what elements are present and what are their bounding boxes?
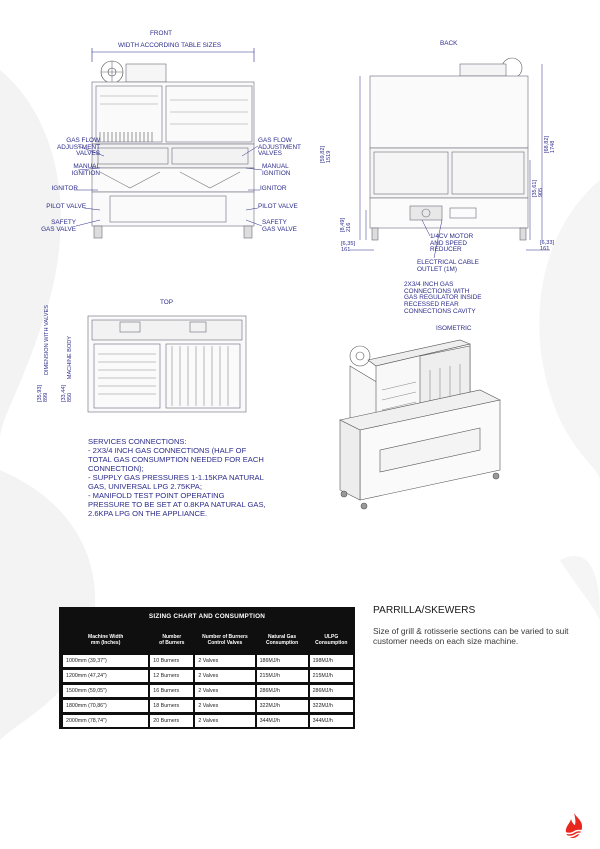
table-cell: 18 Burners	[150, 700, 194, 712]
table-cell: 20 Burners	[150, 715, 194, 727]
table-cell: 2 Valves	[195, 715, 255, 727]
table-cell: 215MJ/h	[309, 670, 353, 682]
table-row: 2000mm (78,74") 20 Burners 2 Valves 344M…	[63, 715, 353, 727]
dim-back-leg-left: [8,49] 216	[340, 218, 352, 232]
sizing-chart-title: SIZING CHART AND CONSUMPTION	[148, 613, 266, 620]
label-safety-gas-valve-right: SAFETY GAS VALVE	[262, 219, 297, 233]
table-cell: 1800mm (70,86")	[63, 700, 149, 712]
table-row: 1800mm (70,86") 18 Burners 2 Valves 322M…	[63, 700, 353, 712]
table-header-row: Machine Width mm (Inches) Number of Burn…	[63, 629, 353, 652]
label-pilot-valve-left: PILOT VALVE	[46, 203, 86, 210]
services-connections: SERVICES CONNECTIONS: - 2x3/4 INCH GAS C…	[88, 437, 268, 519]
isometric-view-title: ISOMETRIC	[436, 325, 472, 332]
dim-top-depth-1: [35,93] 899	[37, 385, 49, 403]
table-row: 1000mm (39,37") 10 Burners 2 Valves 186M…	[63, 655, 353, 667]
dim-back-height-2: [68,82] 1748	[544, 136, 556, 154]
table-cell: 322MJ/h	[309, 700, 353, 712]
back-view-title: BACK	[440, 40, 458, 47]
column-header: ULPG Consumption	[315, 633, 348, 646]
table-cell: 2 Valves	[195, 670, 255, 682]
table-cell: 286MJ/h	[256, 685, 308, 697]
services-line-2: - SUPPLY GAS PRESSURES 1-1.15KPA NATURAL…	[88, 472, 264, 491]
width-dimension-label: WIDTH ACCORDING TABLE SIZES	[118, 42, 222, 49]
table-cell: 10 Burners	[150, 655, 194, 667]
dim-top-label-body: MACHINE BODY	[67, 336, 73, 380]
table-cell: 344MJ/h	[309, 715, 353, 727]
table-cell: 322MJ/h	[256, 700, 308, 712]
back-view-drawing	[350, 57, 550, 259]
label-ignitor-right: IGNITOR	[260, 185, 287, 192]
label-gas-flow-left: GAS FLOW ADJUSTMENT VALVES	[57, 137, 100, 158]
front-view-title: FRONT	[150, 30, 173, 37]
isometric-view-drawing	[339, 339, 501, 510]
table-cell: 286MJ/h	[309, 685, 353, 697]
front-view-drawing	[74, 48, 263, 239]
table-cell: 1200mm (47,24")	[63, 670, 149, 682]
product-description: Size of grill & rotisserie sections can …	[373, 626, 569, 647]
services-line-1: - 2x3/4 INCH GAS CONNECTIONS (HALF OF TO…	[88, 445, 264, 473]
services-line-3: - MANIFOLD TEST POINT OPERATING PRESSURE…	[88, 490, 266, 518]
table-cell: 2 Valves	[195, 655, 255, 667]
label-manual-ignition-right: MANUAL IGNITION	[262, 163, 291, 177]
table-cell: 2 Valves	[195, 700, 255, 712]
label-gas-flow-right: GAS FLOW ADJUSTMENT VALVES	[258, 137, 301, 158]
column-header: Natural Gas Consumption	[265, 633, 299, 646]
dim-back-foot-left: [6,35] 161	[341, 241, 355, 253]
table-cell: 215MJ/h	[256, 670, 308, 682]
table-cell: 2000mm (78,74")	[63, 715, 149, 727]
table-cell: 198MJ/h	[309, 655, 353, 667]
dim-top-depth-2: [33,44] 850	[61, 385, 73, 403]
table-cell: 2 Valves	[195, 685, 255, 697]
table-cell: 16 Burners	[150, 685, 194, 697]
dim-back-height-1: [59,82] 1519	[320, 146, 332, 164]
column-header: Number of Burners	[159, 633, 185, 646]
flame-logo-icon	[563, 813, 585, 838]
label-safety-gas-valve-left: SAFETY GAS VALVE	[41, 219, 76, 233]
services-title: SERVICES CONNECTIONS:	[88, 437, 187, 446]
label-electrical-cable: ELECTRICAL CABLE OUTLET (1M)	[417, 259, 479, 273]
label-manual-ignition-left: MANUAL IGNITION	[71, 163, 100, 177]
table-cell: 1500mm (59,05")	[63, 685, 149, 697]
label-pilot-valve-right: PILOT VALVE	[258, 203, 298, 210]
table-row: 1500mm (59,05") 16 Burners 2 Valves 286M…	[63, 685, 353, 697]
column-header: Number of Burners Control Valves	[202, 633, 248, 646]
dim-back-foot-right: [6,33] 161	[540, 240, 554, 252]
table-cell: 186MJ/h	[256, 655, 308, 667]
sizing-table: Machine Width mm (Inches) Number of Burn…	[61, 626, 355, 730]
dim-back-height-3: [35,61] 905	[532, 180, 544, 198]
label-motor: 1/4CV MOTOR AND SPEED REDUCER	[430, 233, 474, 254]
table-row: 1200mm (47,24") 12 Burners 2 Valves 215M…	[63, 670, 353, 682]
top-view-title: TOP	[160, 299, 174, 306]
table-cell: 1000mm (39,37")	[63, 655, 149, 667]
sizing-chart: SIZING CHART AND CONSUMPTION Machine Wid…	[59, 607, 355, 729]
label-ignitor-left: IGNITOR	[51, 185, 78, 192]
dim-top-label-valves: DIMENSION WITH VALVES	[44, 305, 50, 376]
label-gas-connections: 2x3/4 INCH GAS CONNECTIONS WITH GAS REGU…	[404, 281, 482, 315]
table-cell: 12 Burners	[150, 670, 194, 682]
product-title: PARRILLA/SKEWERS	[373, 605, 476, 616]
column-header: Machine Width mm (Inches)	[88, 633, 124, 646]
table-cell: 344MJ/h	[256, 715, 308, 727]
top-view-drawing	[87, 315, 247, 413]
